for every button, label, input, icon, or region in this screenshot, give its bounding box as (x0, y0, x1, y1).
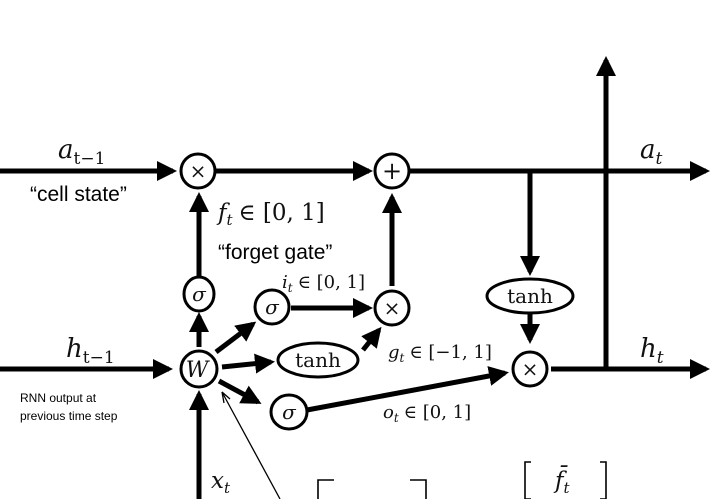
x-t-label: xt (211, 468, 231, 497)
sigma-input-symbol: σ (265, 295, 280, 319)
weights-symbol: W (186, 358, 211, 383)
wire-sigma-output-to-mult (306, 366, 509, 413)
sigma-forget-symbol: σ (192, 282, 207, 306)
rnn-output-label-line2: previous time step (20, 409, 118, 423)
input-multiply-symbol: × (384, 296, 401, 320)
input-multiply-node (373, 289, 411, 327)
f-t-label: ft∈ [0, 1] (216, 200, 325, 229)
wire-tanh-to-input-mult (361, 326, 382, 352)
weights-node (179, 349, 219, 389)
forget-multiply-node (179, 152, 217, 190)
h-t-label: ht (640, 334, 664, 368)
vector-top-entry: f̄t (553, 466, 571, 497)
output-multiply-symbol: × (522, 357, 539, 381)
wire-w-to-sigma-input (214, 321, 257, 354)
sigma-output-symbol: σ (282, 400, 297, 424)
vector-bracket-left (524, 461, 531, 499)
rnn-output-label-line1: RNN output at (20, 391, 97, 405)
i-t-label: it∈ [0, 1] (282, 272, 365, 295)
a-t-label: at (640, 135, 663, 169)
tanh-candidate-node (276, 341, 360, 379)
left-bracket-expression (317, 479, 334, 499)
sigma-forget-node (182, 275, 216, 313)
forget-gate-label: “forget gate” (218, 241, 332, 264)
sigma-input-node (253, 288, 291, 326)
o-t-label: ot∈ [0, 1] (383, 402, 471, 425)
tanh-cell-node (485, 277, 575, 315)
cell-plus-node (373, 152, 411, 190)
wire-w-to-tanh (221, 353, 275, 374)
cell-state-label: “cell state” (30, 183, 127, 206)
wire-w-to-sigma-output (217, 378, 262, 405)
g-t-label: gt∈ [−1, 1] (388, 342, 492, 365)
pointer-line (221, 391, 281, 499)
tanh-candidate-label: tanh (295, 348, 341, 372)
sigma-output-node (269, 393, 309, 431)
h-prev-label: ht−1 (66, 334, 115, 368)
tanh-cell-label: tanh (507, 284, 553, 308)
vector-bracket-right (600, 461, 607, 499)
pointer-head-b (221, 391, 231, 400)
cell-plus-symbol: + (382, 157, 402, 185)
forget-multiply-symbol: × (190, 159, 207, 183)
left-bracket-expression-close (410, 479, 427, 499)
output-multiply-node (511, 350, 549, 388)
a-prev-label: at−1 (58, 135, 105, 169)
pointer-head-a (221, 391, 225, 404)
